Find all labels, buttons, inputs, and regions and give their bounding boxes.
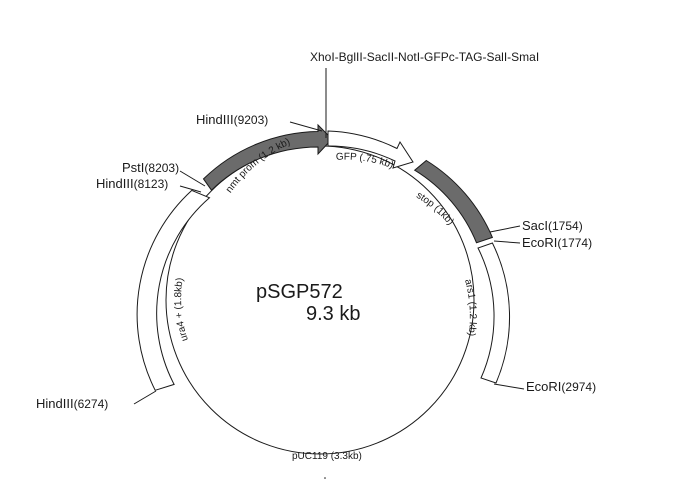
site-ecori-1774: EcoRI(1774): [522, 235, 592, 250]
site-psti-8203: PstI(8203): [122, 160, 179, 175]
stop-segment: [413, 159, 494, 244]
site-leader-saci-1754: [489, 225, 521, 233]
segment-label-puc119: pUC119 (3.3kb): [292, 451, 362, 462]
site-hindiii-9203: HindIII(9203): [196, 112, 268, 127]
segment-label-ars1: ars1 (1.2 kb): [462, 278, 478, 337]
site-leader-hindiii-8123: [179, 185, 202, 193]
ars1-segment: [477, 242, 510, 384]
site-hindiii-6274: HindIII(6274): [36, 396, 108, 411]
mcs-label: XhoI-BglII-SacII-NotI-GFPc-TAG-SalI-SmaI: [310, 50, 539, 64]
bottom-dot: [324, 477, 326, 479]
plasmid-size: 9.3 kb: [306, 303, 360, 325]
segment-label-ura4: ura4 + (1.8kb): [173, 277, 191, 342]
gfp-segment: [327, 130, 414, 169]
site-leader-psti-8203: [179, 170, 206, 187]
ura4-segment: [136, 189, 211, 391]
site-ecori-2974: EcoRI(2974): [526, 379, 596, 394]
site-leader-ecori-1774: [493, 240, 521, 244]
site-saci-1754: SacI(1754): [522, 218, 583, 233]
nmt-promoter-segment: [202, 123, 333, 191]
site-leader-hindiii-9203: [289, 121, 323, 132]
site-leader-hindiii-6274: [133, 390, 157, 405]
plasmid-name: pSGP572: [256, 281, 343, 303]
site-leader-ecori-2974: [493, 383, 525, 390]
site-hindiii-8123: HindIII(8123): [96, 176, 168, 191]
